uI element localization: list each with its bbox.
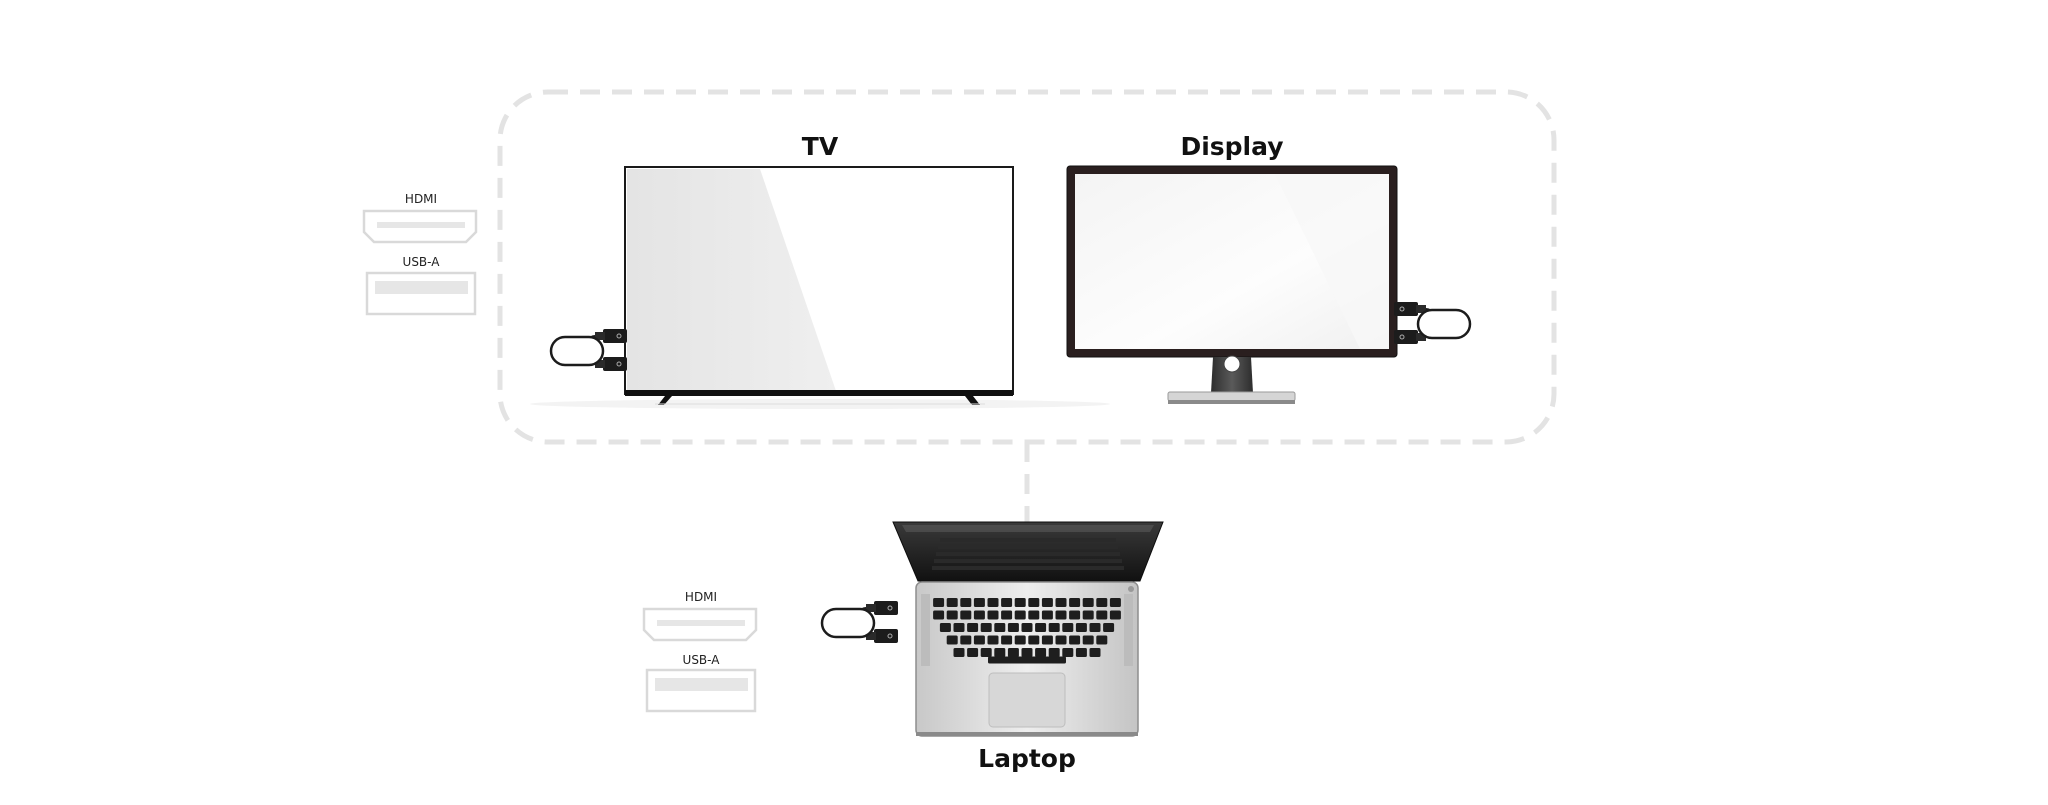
keyboard-key (1082, 635, 1094, 645)
laptop-dongle (820, 599, 900, 645)
keyboard-key (1001, 610, 1013, 620)
keyboard-key (994, 648, 1006, 657)
keyboard-key (1082, 598, 1094, 607)
keyboard-key (1041, 598, 1053, 607)
tv-device (530, 166, 1110, 409)
keyboard-key (1001, 598, 1013, 607)
keyboard-key (1062, 648, 1074, 657)
keyboard-key (1028, 598, 1040, 607)
display-dongle (1392, 300, 1472, 346)
tv-dongle (549, 327, 629, 373)
keyboard-key (946, 598, 958, 607)
keyboard-key (1014, 598, 1026, 607)
keyboard-key (1069, 598, 1081, 607)
keyboard-key (960, 598, 972, 607)
keyboard-key (973, 610, 985, 620)
keyboard-key (1028, 610, 1040, 620)
keyboard-key (1007, 623, 1019, 632)
usba-port-label: USB-A (403, 255, 441, 269)
keyboard-key (1014, 610, 1026, 620)
display-device (1066, 165, 1398, 404)
keyboard-key (1069, 610, 1081, 620)
keyboard-key (1021, 648, 1033, 657)
keyboard-key (1075, 648, 1087, 657)
keyboard-key (1021, 623, 1033, 632)
keyboard-key (980, 648, 992, 657)
laptop-keyboard (933, 598, 1121, 664)
tv-label: TV (802, 132, 839, 161)
keyboard-key (946, 610, 958, 620)
keyboard-key (987, 610, 999, 620)
keyboard-key (1055, 598, 1067, 607)
keyboard-key (1014, 635, 1026, 645)
keyboard-key (1096, 610, 1108, 620)
keyboard-key (1035, 648, 1047, 657)
port-legend-top: HDMI USB-A (362, 192, 478, 316)
keyboard-key (933, 598, 945, 607)
keyboard-key (1041, 635, 1053, 645)
keyboard-key (987, 635, 999, 645)
keyboard-key (967, 648, 979, 657)
keyboard-key (960, 635, 972, 645)
usba-port-label: USB-A (683, 653, 721, 667)
keyboard-key (1089, 623, 1101, 632)
keyboard-key (1048, 623, 1060, 632)
keyboard-key (1096, 598, 1108, 607)
keyboard-key (953, 648, 965, 657)
keyboard-key (1062, 623, 1074, 632)
laptop-device (892, 521, 1164, 737)
keyboard-key (967, 623, 979, 632)
keyboard-key (973, 598, 985, 607)
display-label: Display (1180, 132, 1283, 161)
keyboard-key (1109, 598, 1121, 607)
keyboard-key (1082, 610, 1094, 620)
keyboard-key (1103, 623, 1115, 632)
keyboard-key (973, 635, 985, 645)
keyboard-key (994, 623, 1006, 632)
hdmi-port-label: HDMI (405, 192, 437, 206)
keyboard-key (1001, 635, 1013, 645)
keyboard-key (1096, 635, 1108, 645)
keyboard-key (953, 623, 965, 632)
laptop-label: Laptop (978, 744, 1076, 773)
keyboard-key (1109, 610, 1121, 620)
keyboard-key (946, 635, 958, 645)
port-legend-bottom: HDMI USB-A (642, 590, 758, 713)
keyboard-spacebar (988, 656, 1066, 664)
keyboard-key (1007, 648, 1019, 657)
keyboard-key (939, 623, 951, 632)
keyboard-key (1089, 648, 1101, 657)
keyboard-key (1048, 648, 1060, 657)
keyboard-key (980, 623, 992, 632)
keyboard-key (1055, 610, 1067, 620)
keyboard-key (933, 610, 945, 620)
keyboard-key (1055, 635, 1067, 645)
keyboard-key (1041, 610, 1053, 620)
keyboard-key (1028, 635, 1040, 645)
keyboard-key (960, 610, 972, 620)
keyboard-key (1035, 623, 1047, 632)
keyboard-key (987, 598, 999, 607)
keyboard-key (1075, 623, 1087, 632)
keyboard-key (1069, 635, 1081, 645)
hdmi-port-label: HDMI (685, 590, 717, 604)
